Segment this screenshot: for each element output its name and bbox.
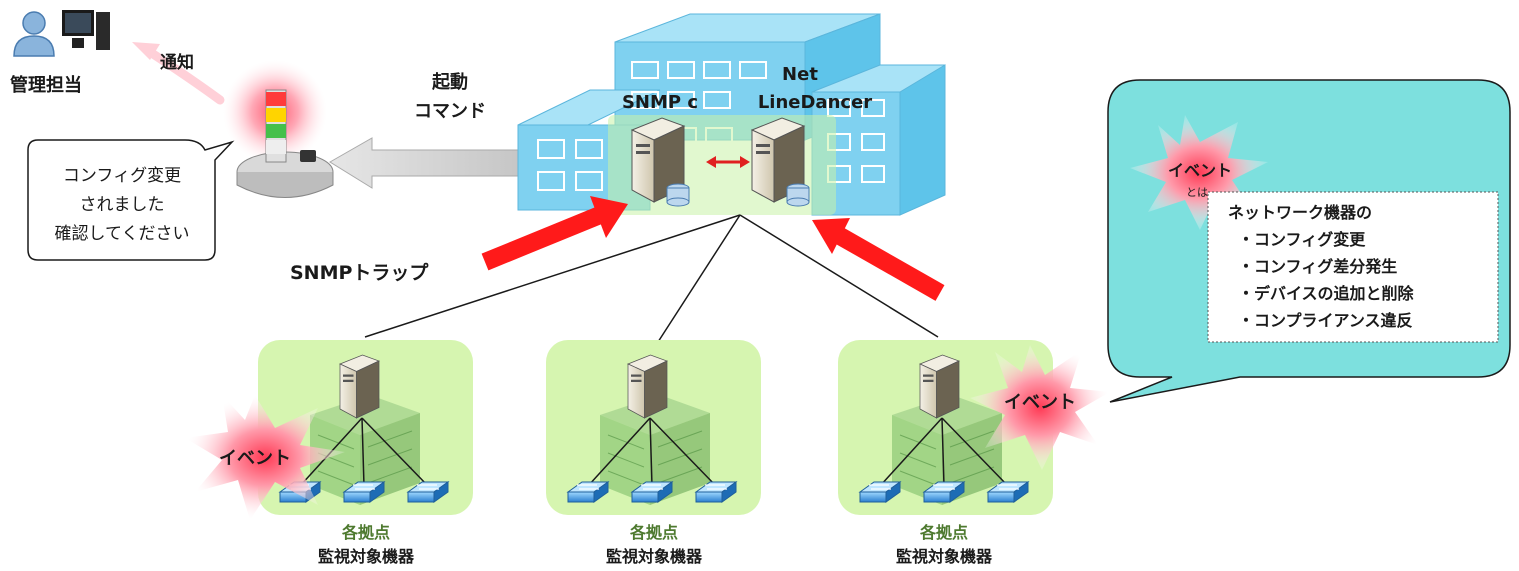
notify-arrowhead: [132, 42, 160, 60]
command-arrow: [329, 137, 533, 189]
event-label-callout: イベント: [1168, 161, 1232, 180]
site-3-label-2: 監視対象機器: [896, 547, 993, 566]
network-links: [364, 214, 939, 343]
balloon-line-1: コンフィグ変更: [63, 166, 181, 186]
event-def-item-2: ・コンフィグ差分発生: [1238, 257, 1397, 276]
event-toha-label: とは: [1186, 186, 1208, 199]
balloon-line-2: されました: [80, 195, 165, 215]
site-2-label-2: 監視対象機器: [606, 547, 703, 566]
admin-pc-icon: [62, 10, 110, 50]
event-label-site-1: イベント: [219, 448, 291, 469]
linedancer-server-icon: [751, 117, 810, 207]
linedancer-label-line-1: Net: [782, 64, 818, 85]
site-3: [838, 340, 1053, 515]
event-def-item-1: ・コンフィグ変更: [1238, 230, 1366, 249]
snmp-trap-arrow-right: [812, 218, 945, 301]
balloon-line-3: 確認してください: [55, 224, 190, 244]
datacenter-buildings: [517, 13, 946, 216]
event-burst-site-3: [970, 345, 1110, 470]
snmp-trap-arrow-left: [481, 196, 628, 271]
event-burst-site-1: [185, 395, 345, 520]
event-def-title: ネットワーク機器の: [1228, 203, 1372, 222]
linedancer-label-line-2: LineDancer: [758, 92, 872, 113]
snmp-server-label: SNMP c: [622, 92, 698, 113]
notify-label: 通知: [160, 52, 194, 73]
site-3-label-1: 各拠点: [919, 523, 968, 542]
snmp-server-icon: [631, 117, 690, 207]
notify-arrow: [145, 47, 225, 105]
event-def-box: [1207, 191, 1499, 343]
patlite-balloon: [27, 139, 235, 261]
snmp-trap-label: SNMPトラップ: [290, 261, 429, 284]
admin-label: 管理担当: [10, 74, 82, 96]
site-2-label-1: 各拠点: [629, 523, 678, 542]
patlite-signal-tower: [223, 60, 334, 198]
site-1-label-1: 各拠点: [341, 523, 390, 542]
site-2: [546, 340, 761, 515]
command-line-2: コマンド: [414, 101, 486, 122]
event-label-site-3: イベント: [1004, 392, 1076, 413]
event-def-item-3: ・デバイスの追加と削除: [1238, 284, 1415, 303]
server-link-arrow: [706, 156, 750, 168]
site-1-label-2: 監視対象機器: [318, 547, 415, 566]
admin-user-icon: [13, 11, 55, 57]
command-line-1: 起動: [431, 71, 468, 93]
event-def-item-4: ・コンプライアンス違反: [1238, 311, 1413, 330]
